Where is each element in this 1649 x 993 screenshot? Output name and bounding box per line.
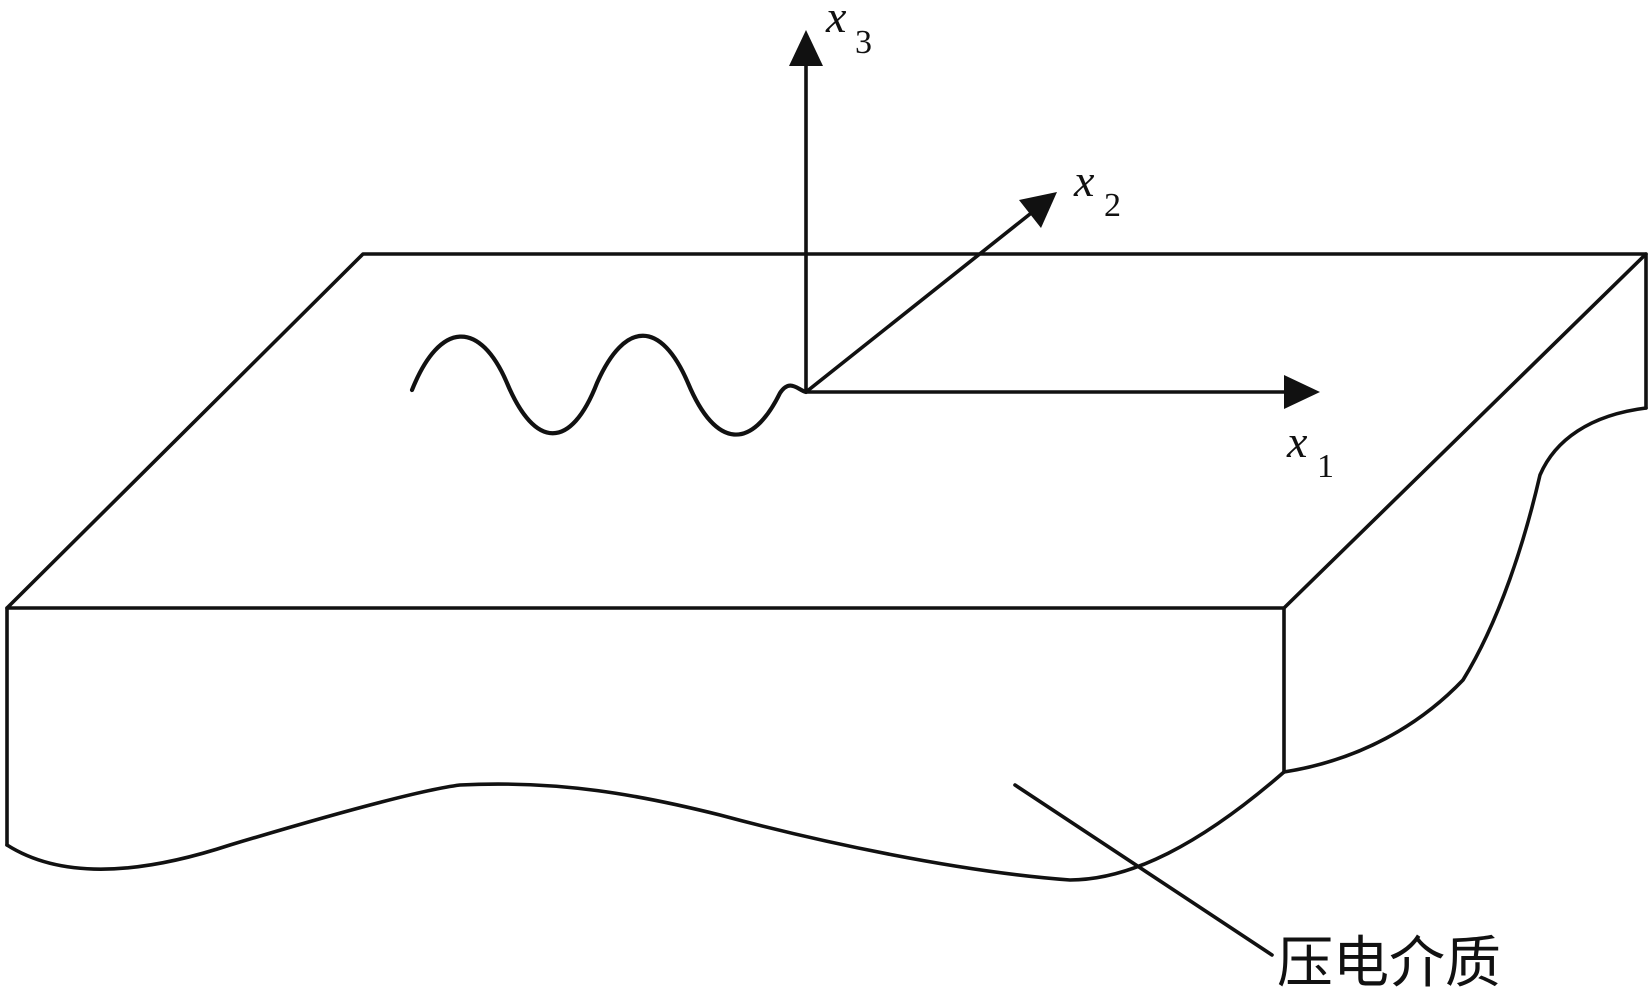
coordinate-axes <box>789 30 1320 409</box>
axis-label-x3-symbol: x <box>825 0 847 42</box>
piezoelectric-slab <box>5 252 1648 882</box>
slab-front-broken-bottom <box>5 770 1286 882</box>
surface-wave <box>409 333 809 437</box>
axis-label-x2: x 2 <box>1073 155 1121 224</box>
axis-label-x2-subscript: 2 <box>1104 187 1121 224</box>
x2-arrowhead <box>1019 192 1057 228</box>
axis-label-x3: x 3 <box>825 0 872 61</box>
x1-arrowhead <box>1284 375 1320 409</box>
axis-label-x1-symbol: x <box>1286 416 1308 467</box>
axis-label-x1-subscript: 1 <box>1317 448 1334 485</box>
x2-axis-line <box>804 212 1032 394</box>
axis-label-x1: x 1 <box>1286 416 1334 485</box>
material-label: 压电介质 <box>1277 931 1501 993</box>
axis-label-x2-symbol: x <box>1073 155 1095 206</box>
slab-side-broken-edge <box>1282 406 1648 774</box>
slab-top-face <box>5 252 1648 610</box>
x3-arrowhead <box>789 30 823 66</box>
material-leader-line <box>1013 783 1274 957</box>
axis-label-x3-subscript: 3 <box>855 24 872 61</box>
